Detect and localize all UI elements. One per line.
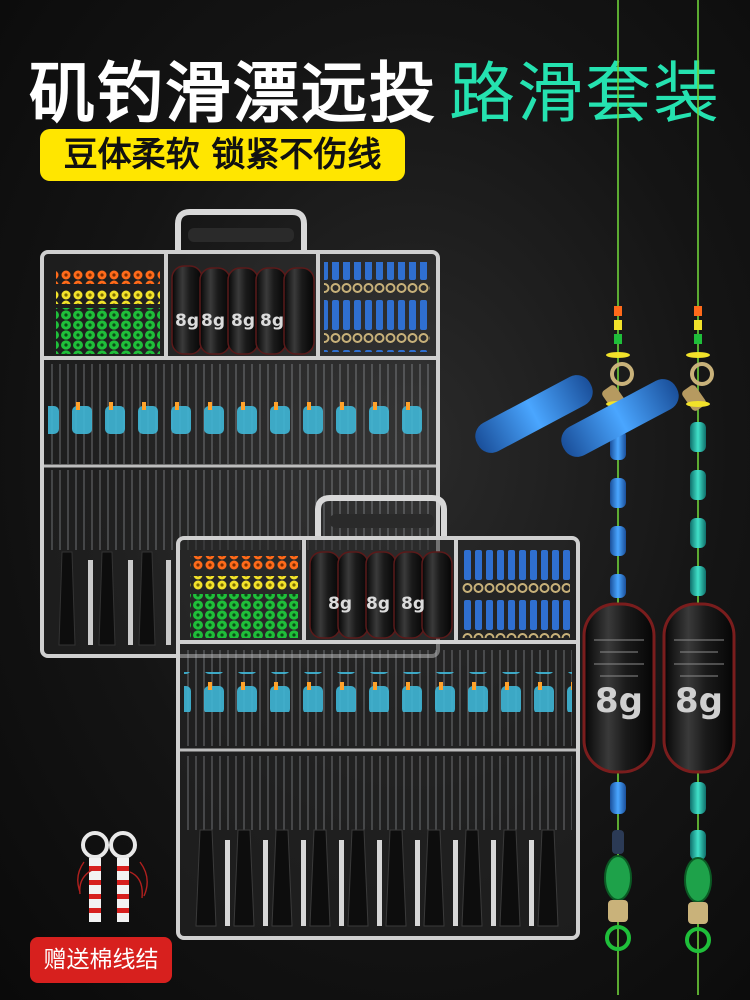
sinker-weight-label: 8g <box>401 594 425 614</box>
tagline-badge: 豆体柔软 锁紧不伤线 <box>40 129 405 181</box>
headline: 矶钓滑漂远投路滑套装 <box>0 40 750 136</box>
sinker-weight-label: 8g <box>175 311 199 331</box>
fishing-rig-1: 8g <box>475 0 656 995</box>
sinker-weight-label: 8g <box>260 311 284 331</box>
tackle-box-front: 8g 8g 8g <box>176 495 580 940</box>
sinker-weight-label: 8g <box>231 311 255 331</box>
gift-badge: 赠送棉线结 <box>30 937 172 983</box>
sinker-weight-label: 8g <box>201 311 225 331</box>
rig-weight-label: 8g <box>675 681 723 721</box>
sinker-weight-label: 8g <box>366 594 390 614</box>
headline-main: 矶钓滑漂远投 <box>29 55 437 132</box>
cotton-knot-icon <box>77 831 148 922</box>
fishing-rig-2: 8g <box>561 0 736 995</box>
sinker-weight-label: 8g <box>328 594 352 614</box>
headline-sub: 路滑套装 <box>449 55 721 132</box>
rig-weight-label: 8g <box>595 681 643 721</box>
